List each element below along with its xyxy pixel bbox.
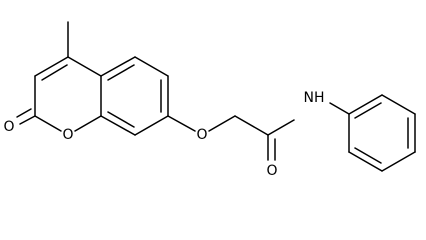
bond-camide-n — [267, 119, 295, 136]
atom-label-amide-nh: NH — [304, 90, 325, 106]
atom-label-ether-o: O — [196, 127, 207, 143]
bond-ph4-ph5 — [381, 151, 416, 172]
bond-c2-o1 — [34, 115, 62, 132]
bond-c3-c4 — [34, 56, 69, 77]
bond-c3-c4-double — [41, 64, 68, 81]
bond-c7-c8 — [134, 115, 169, 136]
bond-c5-c6 — [134, 56, 169, 77]
atom-label-ring-o: O — [62, 127, 73, 143]
bond-c8-c8a — [100, 115, 136, 136]
bond-ch2-camide — [234, 115, 269, 136]
bond-n-phenyl — [329, 102, 350, 115]
bond-ph5-ph6-double — [354, 147, 382, 164]
bond-c4a-c5 — [100, 56, 136, 77]
bond-ph1-ph2-double — [354, 102, 382, 119]
bond-oether-ch2 — [208, 115, 236, 132]
bond-ph1-ph2 — [348, 94, 383, 115]
bond-ph5-ph6 — [348, 151, 383, 172]
atom-labels: O O O O NH — [3, 90, 324, 179]
bond-c4-c4a — [67, 56, 102, 77]
bond-c2-exo-o — [19, 115, 36, 125]
bond-o1-c8a — [74, 115, 102, 132]
atom-label-carbonyl-o: O — [3, 119, 14, 135]
bonds — [16, 21, 416, 172]
bond-c7-oether — [167, 115, 196, 132]
bond-ph2-ph3 — [381, 94, 416, 115]
atom-label-amide-o: O — [266, 163, 277, 179]
bond-c2-exo-o-double — [16, 108, 32, 118]
bond-c4a-c5-double — [107, 64, 135, 81]
chemical-structure-diagram: O O O O NH — [3, 21, 416, 179]
bond-c8-c8a-double — [107, 111, 135, 128]
